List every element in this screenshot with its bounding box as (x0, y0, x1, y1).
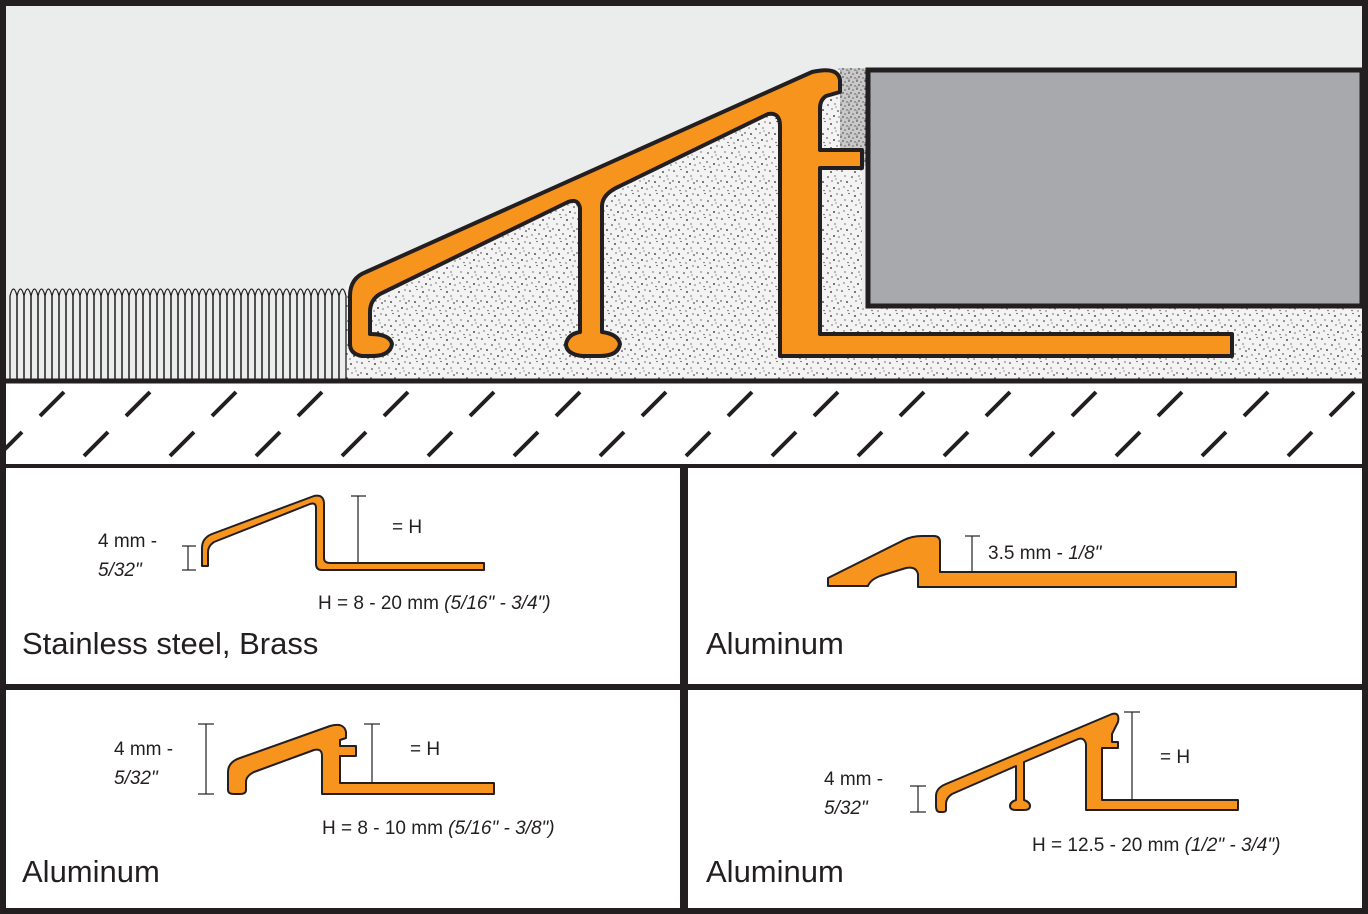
hatch-line (1028, 430, 1056, 458)
subfloor (6, 382, 1362, 464)
hatch-line (1242, 390, 1270, 418)
subfloor-hatching (0, 390, 1356, 458)
hatch-line (512, 430, 540, 458)
profile-aluminum-ramp (935, 712, 1239, 813)
hatch-line (726, 390, 754, 418)
hatch-line (82, 430, 110, 458)
hatch-line (124, 390, 152, 418)
hatch-line (210, 390, 238, 418)
hatch-line (168, 430, 196, 458)
hatch-line (1156, 390, 1184, 418)
hatch-line (812, 390, 840, 418)
hatch-line (640, 390, 668, 418)
hatch-line (382, 390, 410, 418)
hatch-line (984, 390, 1012, 418)
carpet-fiber (338, 288, 347, 380)
dimension-height-4 (1124, 711, 1140, 800)
hatch-line (468, 390, 496, 418)
hatch-line (254, 430, 282, 458)
dimension-lip-1 (182, 545, 196, 571)
hatch-line (1114, 430, 1142, 458)
profile-aluminum-flat (827, 535, 1237, 588)
hatch-line (340, 430, 368, 458)
carpet-fibers (9, 288, 347, 380)
hatch-line (1328, 390, 1356, 418)
hatch-line (942, 430, 970, 458)
hatch-line (426, 430, 454, 458)
profile-aluminum-small (227, 723, 495, 795)
hatch-line (1200, 430, 1228, 458)
dimension-lip-4 (910, 785, 926, 813)
ramp-profile-main (348, 68, 1234, 358)
dimension-height-3 (364, 723, 380, 783)
profile-stainless-brass (201, 494, 485, 571)
hatch-line (770, 430, 798, 458)
dimension-lip-3 (198, 723, 214, 795)
hatch-line (38, 390, 66, 418)
hatch-line (898, 390, 926, 418)
ceramic-tile (865, 67, 1365, 309)
hatch-line (0, 430, 24, 457)
panel-bottom-left (6, 690, 680, 908)
hatch-line (598, 430, 626, 458)
hatch-line (296, 390, 324, 418)
hatch-line (554, 390, 582, 418)
hatch-line (1070, 390, 1098, 418)
dimension-height-2 (965, 535, 980, 572)
dimension-height-1 (351, 495, 366, 563)
hatch-line (684, 430, 712, 458)
hatch-line (856, 430, 884, 458)
panel-top-left (6, 468, 680, 684)
hatch-line (1286, 430, 1314, 458)
